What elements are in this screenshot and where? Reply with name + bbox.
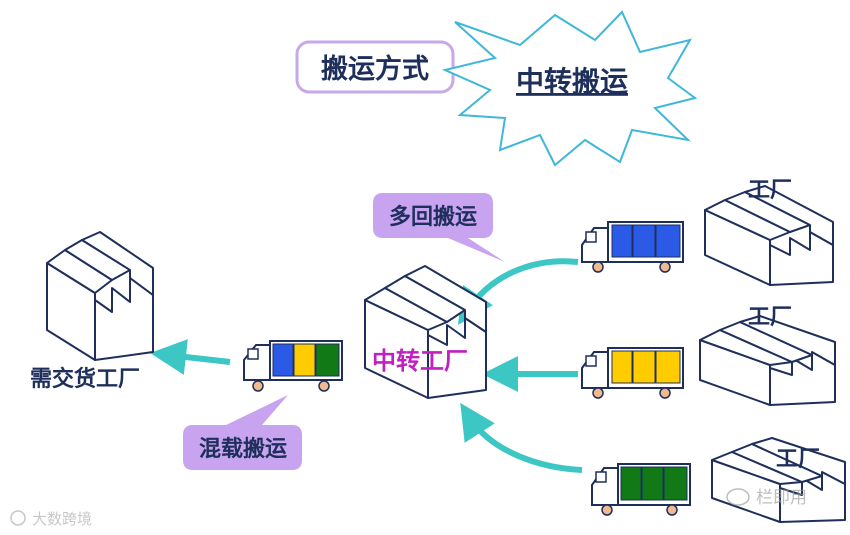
hub-factory-label: 中转工厂 bbox=[372, 346, 468, 375]
arrow-bottom-truck-to-hub bbox=[460, 402, 583, 473]
star-burst: 中转搬运 bbox=[441, 10, 698, 167]
destination-factory-label: 需交货工厂 bbox=[30, 366, 140, 392]
truck-green bbox=[591, 463, 691, 516]
bubble-multi-trip: 多回搬运 bbox=[373, 193, 505, 262]
star-text: 中转搬运 bbox=[516, 65, 628, 98]
supplier-factory-1-label: 工厂 bbox=[748, 177, 792, 203]
arrow-mix-truck-to-dest bbox=[150, 339, 231, 375]
wechat-icon bbox=[726, 488, 750, 506]
truck-yellow bbox=[581, 347, 684, 399]
title-box: 搬运方式 bbox=[295, 40, 455, 94]
watermark-right-text: 栏即用 bbox=[756, 488, 807, 508]
supplier-factory-2 bbox=[699, 315, 836, 406]
destination-factory bbox=[46, 231, 154, 361]
supplier-factory-3-label: 工厂 bbox=[776, 446, 820, 472]
truck-mixed bbox=[243, 340, 343, 392]
hub-factory bbox=[364, 265, 487, 399]
supplier-factory-1 bbox=[704, 185, 834, 286]
truck-blue bbox=[581, 221, 684, 273]
bubble-multi-trip-text: 多回搬运 bbox=[389, 204, 477, 230]
watermark-right: 栏即用 bbox=[726, 488, 807, 508]
bubble-mixed-load-text: 混载搬运 bbox=[199, 436, 287, 462]
watermark-logo-icon bbox=[10, 510, 26, 526]
supplier-factory-2-label: 工厂 bbox=[748, 304, 792, 330]
watermark-left-text: 大数跨境 bbox=[32, 510, 92, 528]
watermark-left: 大数跨境 bbox=[10, 510, 92, 528]
title-text: 搬运方式 bbox=[321, 53, 429, 85]
bubble-mixed-load: 混载搬运 bbox=[183, 395, 302, 470]
